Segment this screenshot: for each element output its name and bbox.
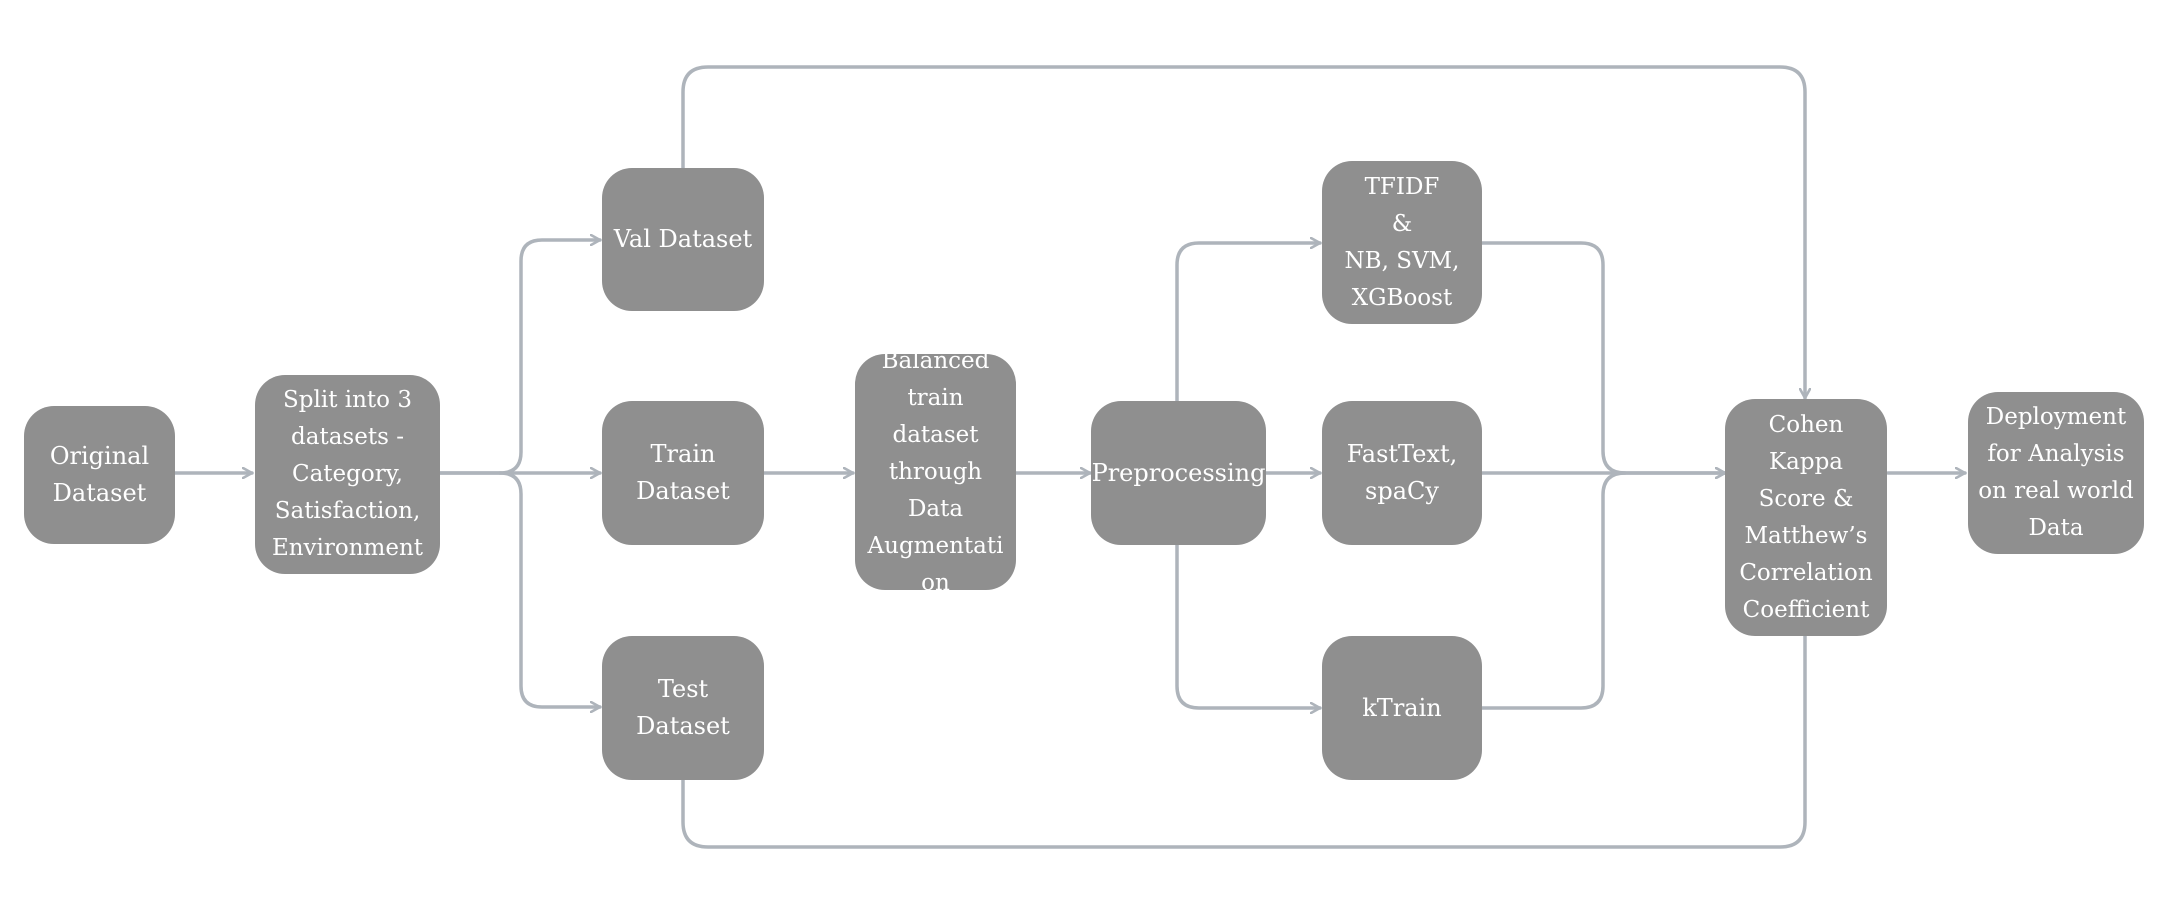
- connector-ktrain-to-evaluation: [1480, 471, 1627, 710]
- fasttext-spacy-node: FastText, spaCy: [1322, 401, 1482, 545]
- connector-preprocessing-to-ktrain: [1175, 543, 1322, 708]
- connector-preprocessing-to-tfidf: [1175, 243, 1322, 403]
- connector-val-to-evaluation: [681, 65, 1805, 400]
- ktrain-node: kTrain: [1322, 636, 1482, 780]
- tfidf-model-node: TFIDF & NB, SVM, XGBoost: [1322, 161, 1482, 324]
- connector-test-to-evaluation: [681, 634, 1807, 849]
- deployment-node: Deployment for Analysis on real world Da…: [1968, 392, 2144, 554]
- preprocessing-node: Preprocessing: [1091, 401, 1266, 545]
- balanced-train-dataset-node: Balanced train dataset through Data Augm…: [855, 348, 1016, 596]
- evaluation-metrics-node: Cohen Kappa Score & Matthew’s Correlatio…: [1725, 399, 1887, 636]
- connector-split-to-test: [498, 471, 602, 707]
- connector-split-to-val: [438, 240, 602, 475]
- original-dataset-node: Original Dataset: [24, 406, 175, 544]
- connector-tfidf-to-evaluation: [1480, 241, 1727, 473]
- val-dataset-node: Val Dataset: [602, 168, 764, 311]
- train-dataset-node: Train Dataset: [602, 401, 764, 545]
- split-datasets-node: Split into 3 datasets - Category, Satisf…: [255, 375, 440, 574]
- test-dataset-node: Test Dataset: [602, 636, 764, 780]
